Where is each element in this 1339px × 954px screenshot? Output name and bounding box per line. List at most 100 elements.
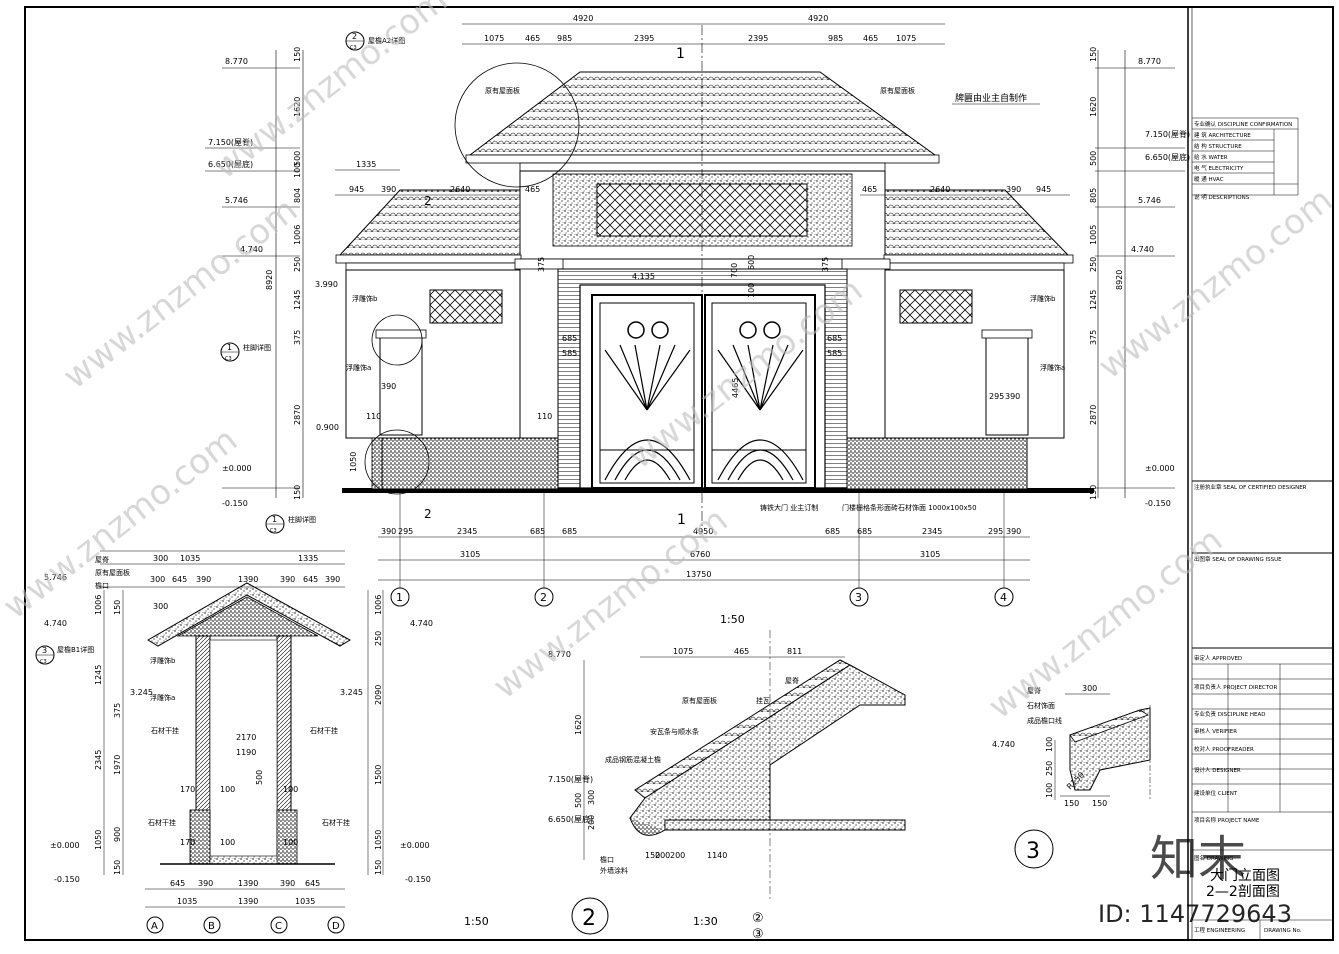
top-dimensions: 4920 4920 1075 465 985 2395 2395 985 465…: [462, 14, 945, 62]
bdim2-3: 3105: [920, 550, 940, 559]
note-roof-right: 原有屋面板: [880, 86, 915, 95]
dim-700: 700: [730, 263, 739, 278]
sec-tdim-4: 300: [150, 575, 165, 584]
bdim-11: 390: [1006, 527, 1021, 536]
sec-vdim-r5: 1050: [374, 830, 383, 850]
sec-vdim-l4: 375: [113, 703, 122, 718]
vdim-left-10: 2870: [293, 405, 302, 425]
vdim-right-10: 150: [1089, 485, 1098, 500]
sec-mdim-4: 100: [220, 785, 235, 794]
dim-2640: 2640: [450, 185, 470, 194]
d2-vdim-3: 300: [587, 790, 596, 805]
tb-drawing-no: DRAWING No.: [1264, 928, 1302, 934]
sec-level-r1: 4.740: [410, 619, 433, 628]
level-left-2: 7.150(屋脊): [208, 137, 253, 147]
d3-dim-1: 300: [1082, 684, 1097, 693]
section-mark-mid: 2: [424, 194, 432, 208]
sec-mdim-6: 170: [180, 838, 195, 847]
vdim-right-3: 500: [1089, 151, 1098, 166]
tb-discipline-6: 说 明 DESCRIPTIONS: [1194, 193, 1250, 201]
dim-top-seg-6: 985: [828, 34, 843, 43]
d3-mark: 3: [1026, 839, 1040, 864]
left-vent: [429, 289, 503, 324]
tb-discipline-2: 结 构 STRUCTURE: [1194, 142, 1242, 150]
total-height-right: 8920: [1115, 270, 1124, 290]
dim-585-right: 585: [827, 349, 842, 358]
level-left-5: 4.740: [240, 245, 263, 254]
callout-code-2: C3: [225, 356, 232, 362]
sec-vdim-r6: 150: [374, 860, 383, 875]
right-levels: 8.770 7.150(屋脊) 6.650(屋底) 5.746 4.740 ±0…: [1089, 47, 1190, 508]
dim-465-left: 465: [525, 185, 540, 194]
tb-seal-designer: 注册执业章 SEAL OF CERTIFIED DESIGNER: [1194, 483, 1307, 491]
wm-brand: 知末: [1150, 831, 1246, 887]
vdim-right-6: 250: [1089, 257, 1098, 272]
axis-1: 1: [396, 591, 403, 604]
vdim-left-2: 1620: [293, 97, 302, 117]
dim-110: 110: [537, 412, 552, 421]
sec-tdim-9: 645: [303, 575, 318, 584]
tb-role-drawing: 图名 DRAWING: [1194, 854, 1233, 862]
dim-1335: 1335: [356, 160, 376, 169]
dim-top-seg-2: 465: [525, 34, 540, 43]
bdim2-2: 6760: [690, 550, 710, 559]
sec-mdim-1: 2170: [236, 733, 256, 742]
dim-685-left: 685: [562, 334, 577, 343]
sec-vdim-r3: 2090: [374, 685, 383, 705]
dim-390-right: 390: [1006, 185, 1021, 194]
dim-top-half-right: 4920: [808, 14, 828, 23]
callout-num-3: 1: [272, 515, 277, 524]
d2-level-1: 8.770: [548, 650, 571, 659]
sec-vdim-r4: 1500: [374, 765, 383, 785]
vdim-right-5: 1005: [1089, 225, 1098, 245]
tb-drawing-subtitle: 2—2剖面图: [1206, 884, 1280, 900]
d3-vdim-1: 100: [1045, 737, 1054, 752]
d2-note-6: 檐口: [600, 855, 614, 864]
wm-id: ID: 1147729643: [1098, 900, 1292, 928]
tb-discipline-1: 建 筑 ARCHITECTURE: [1194, 131, 1251, 139]
tb-seal-issue: 出图章 SEAL OF DRAWING ISSUE: [1194, 555, 1282, 563]
sec-level-l1: 5.746: [44, 573, 67, 582]
note-relief-b-left: 浮雕饰b: [352, 294, 378, 303]
d3-dim-2: 150: [1064, 799, 1079, 808]
section-mark-bot-2: 2: [424, 507, 432, 521]
dim-685-right: 685: [827, 334, 842, 343]
gate-right: [704, 294, 816, 489]
wm-site-3: www.znzmo.com: [486, 500, 735, 707]
d3-vdim-2: 250: [1045, 761, 1054, 776]
sec-mdim-3: 170: [180, 785, 195, 794]
dim-110b: 110: [366, 412, 381, 421]
sec-tdim-11: 300: [153, 602, 168, 611]
level-right-2: 7.150(屋脊): [1145, 129, 1190, 139]
level-left-9: -0.150: [222, 499, 248, 508]
sec-axis-d: D: [332, 921, 340, 932]
sec-level-l3: 3.245: [130, 688, 153, 697]
detail-2: 1:50 1075 465 811 8.770 7.150(屋脊) 6.650(…: [548, 613, 906, 942]
d2-note-3: 挂瓦: [756, 696, 770, 705]
vdim-left-5: 804: [293, 188, 302, 203]
bdim-1: 390: [381, 527, 396, 536]
d2-vdim-6: 200: [655, 851, 670, 860]
sec-axis-c: C: [275, 921, 282, 932]
sec-note-2: 原有屋面板: [95, 568, 130, 577]
dim-390-col: 390: [381, 382, 396, 391]
vdim-left-8: 1245: [293, 290, 302, 310]
wm-site-6: www.znzmo.com: [1091, 180, 1339, 387]
d2-dim-3: 811: [787, 647, 802, 656]
d2-vdim-7: 1140: [707, 851, 727, 860]
sec-bdim-5: 645: [305, 879, 320, 888]
sec-tdim-2: 1035: [180, 554, 200, 563]
axis-3: 3: [855, 591, 862, 604]
sec-vdim-l9: 150: [113, 860, 122, 875]
sec-level-r2: 3.245: [340, 688, 363, 697]
note-stone: 门楼栅格条形面砖石材饰面 1000x100x50: [842, 503, 977, 512]
d2-dim-2: 465: [734, 647, 749, 656]
bdim-4: 685: [530, 527, 545, 536]
d2-mark: 2: [582, 906, 596, 931]
sec-note-6: 石材干挂: [310, 726, 338, 735]
sec-note-9: 浮雕饰a: [150, 693, 175, 702]
d3-note-2: 石材饰面: [1027, 701, 1055, 710]
axis-4: 4: [1000, 591, 1007, 604]
bdim-5: 685: [562, 527, 577, 536]
